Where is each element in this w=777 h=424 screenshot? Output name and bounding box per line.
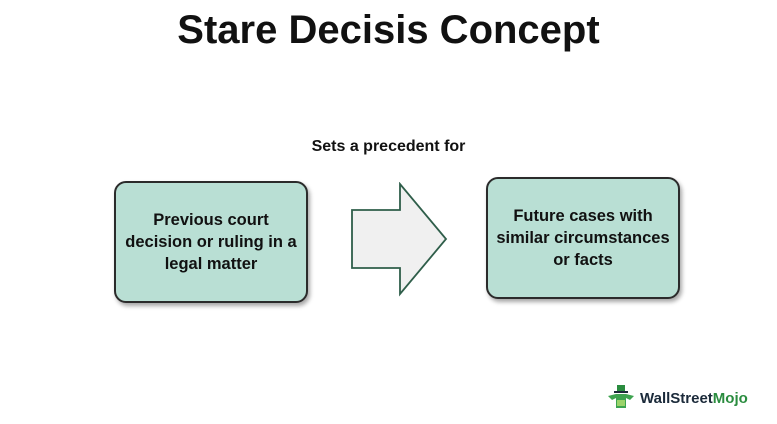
wallstreetmojo-logo: WallStreetMojo [606, 384, 748, 412]
logo-wallstreet-text: WallStreet [640, 389, 713, 407]
previous-decision-text: Previous court decision or ruling in a l… [125, 211, 297, 273]
future-cases-text: Future cases with similar circumstances … [496, 207, 670, 269]
connector-label: Sets a precedent for [311, 138, 466, 155]
wallstreetmojo-logo-icon [608, 385, 634, 408]
right-arrow-icon [351, 182, 448, 297]
future-cases-box: Future cases with similar circumstances … [486, 177, 680, 299]
previous-decision-box: Previous court decision or ruling in a l… [114, 181, 308, 303]
logo-mojo-text: Mojo [712, 389, 748, 407]
diagram-title: Stare Decisis Concept [177, 8, 600, 52]
